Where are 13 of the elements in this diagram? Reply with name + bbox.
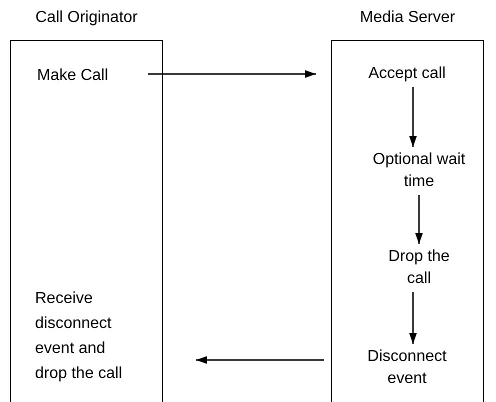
- arrow: [148, 70, 316, 78]
- step-text: Disconnect event: [325, 346, 489, 390]
- step-text: Optional wait time: [359, 149, 479, 193]
- lane-heading: Call Originator: [34, 9, 139, 27]
- arrow: [196, 356, 324, 364]
- step-text: Make Call: [37, 63, 147, 88]
- arrow: [409, 87, 417, 147]
- step-text: Accept call: [317, 63, 496, 85]
- lane-heading: Media Server: [358, 9, 456, 27]
- step-text: Drop the call: [379, 246, 459, 290]
- step-text: Receive disconnect event and drop the call: [35, 286, 195, 386]
- arrow: [409, 292, 417, 344]
- arrow: [415, 195, 423, 244]
